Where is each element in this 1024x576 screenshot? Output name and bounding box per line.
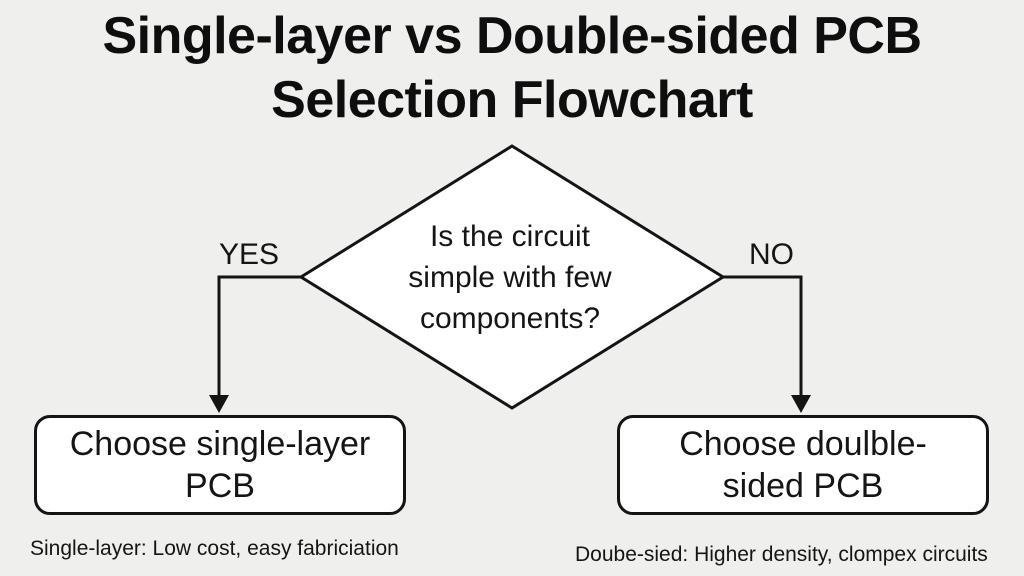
flowchart-title: Single-layer vs Double-sided PCB Selecti… — [0, 4, 1024, 132]
yes-arrowhead — [209, 395, 229, 413]
no-arrowhead — [791, 395, 811, 413]
no-connector — [723, 275, 803, 397]
single-layer-outcome-line-1: Choose single-layer — [69, 425, 371, 463]
double-sided-outcome-box: Choose doulble- sided PCB — [617, 415, 989, 515]
title-line-2: Selection Flowchart — [271, 71, 753, 129]
decision-line-3: components? — [419, 302, 601, 335]
yes-connector — [217, 275, 301, 397]
decision-diamond — [298, 144, 726, 410]
decision-question: Is the circuit simple with few component… — [370, 216, 650, 339]
no-label: NO — [749, 238, 794, 271]
title-line-1: Single-layer vs Double-sided PCB — [102, 7, 922, 65]
single-layer-outcome-line-2: PCB — [185, 467, 255, 505]
double-sided-outcome-line-1: Choose doulble- — [679, 425, 927, 463]
single-layer-outcome-box: Choose single-layer PCB — [34, 415, 406, 515]
decision-line-2: simple with few — [408, 261, 612, 294]
double-sided-outcome-line-2: sided PCB — [722, 467, 884, 505]
double-sided-footnote: Doube-sied: Higher density, clompex circ… — [575, 543, 988, 566]
yes-label: YES — [219, 238, 280, 271]
single-layer-footnote: Single-layer: Low cost, easy fabriciatio… — [30, 537, 399, 560]
decision-line-1: Is the circuit — [429, 220, 591, 253]
